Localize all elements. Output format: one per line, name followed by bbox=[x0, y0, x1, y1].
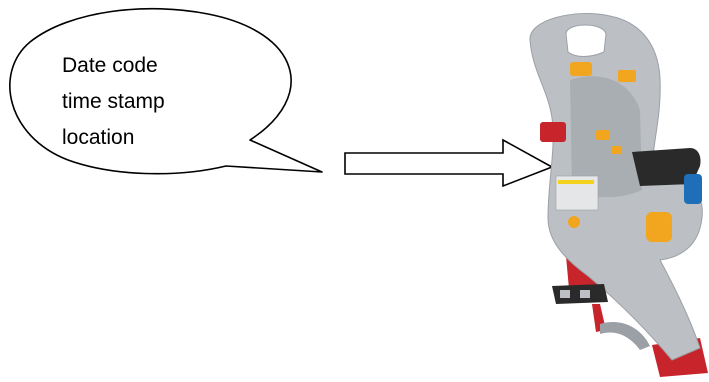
pointer-arrow bbox=[345, 140, 552, 186]
callout-line-3: location bbox=[62, 120, 262, 156]
callout-line-1: Date code bbox=[62, 48, 262, 84]
callout-text: Date code time stamp location bbox=[62, 48, 262, 156]
callout-line-2: time stamp bbox=[62, 84, 262, 120]
bike-seat-image bbox=[530, 13, 708, 377]
